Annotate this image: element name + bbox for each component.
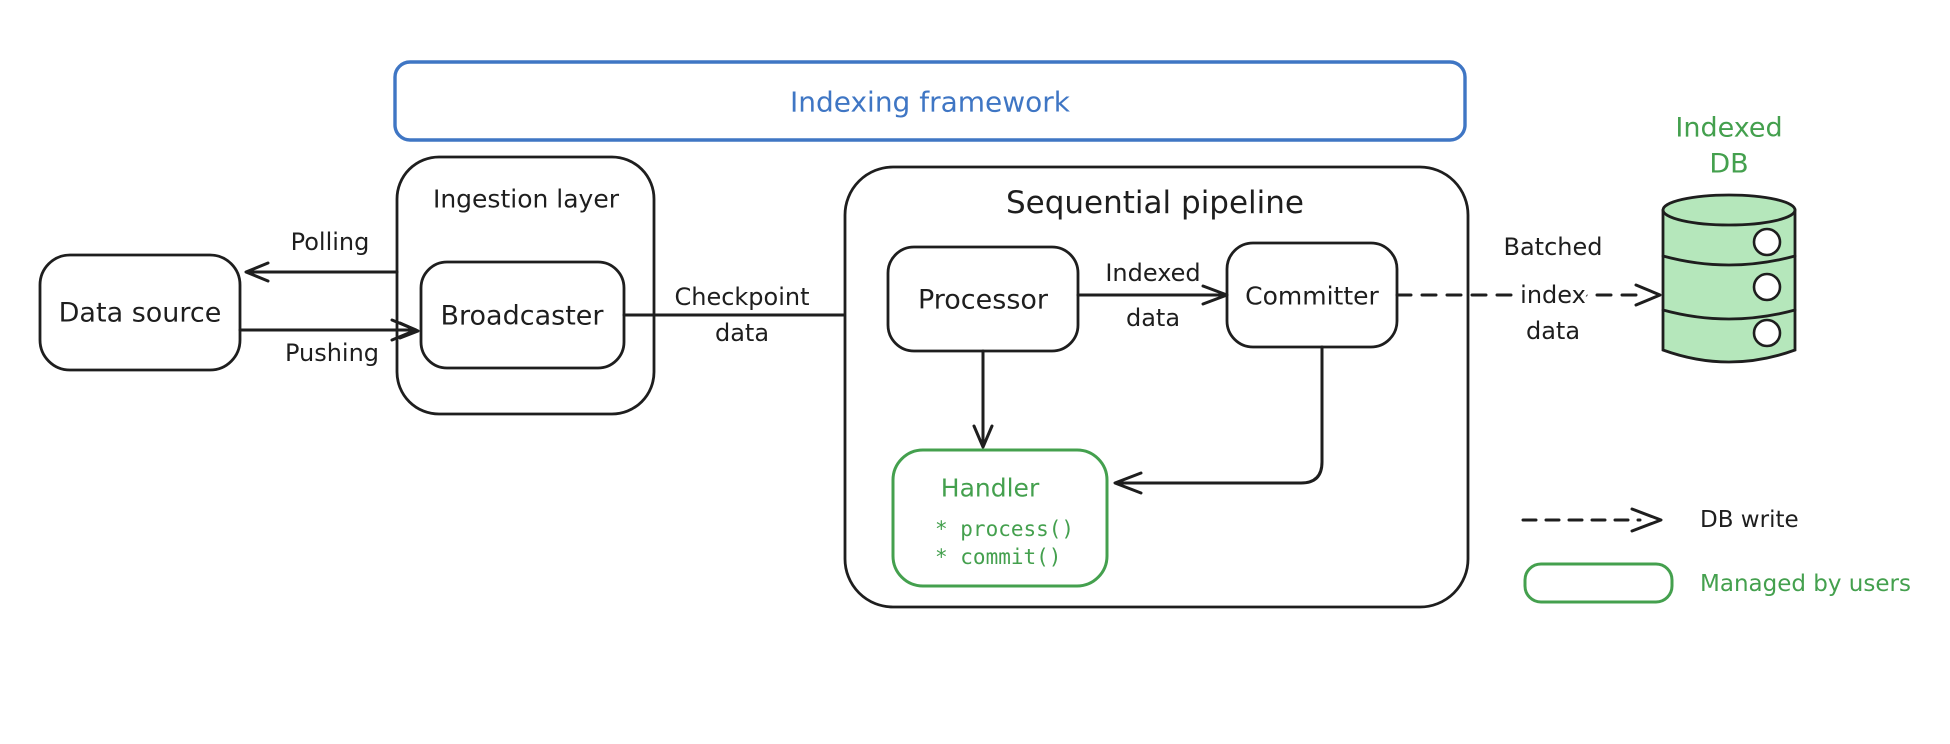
pushing-arrowhead2-icon xyxy=(398,321,420,340)
processor-label: Processor xyxy=(918,285,1049,316)
indexed-data-arrowhead-icon xyxy=(1201,284,1229,306)
node-handler: Handler * process() * commit() xyxy=(891,448,1109,588)
legend-managed-by-users-label: Managed by users xyxy=(1700,571,1911,597)
indexing-framework-border xyxy=(393,60,1467,142)
indexed-db-label-line1: Indexed xyxy=(1675,113,1782,144)
indexed-data-label-line1: Indexed xyxy=(1105,259,1200,287)
indexing-framework-title: Indexing framework xyxy=(790,86,1071,119)
edge-checkpoint-data: Checkpoint data xyxy=(622,283,887,347)
committer-handler-line xyxy=(1118,345,1324,485)
edge-polling: Polling xyxy=(244,228,399,283)
batched-index-label-line1: Batched xyxy=(1504,233,1603,261)
indexing-framework-frame: Indexing framework xyxy=(393,60,1467,142)
legend-db-write-label: DB write xyxy=(1700,507,1799,533)
batched-index-arrowhead-icon xyxy=(1634,283,1662,307)
database-icon xyxy=(1661,193,1797,364)
sequential-pipeline-label: Sequential pipeline xyxy=(1006,185,1304,221)
committer-handler-arrowhead-icon xyxy=(1113,471,1143,495)
handler-method-process: * process() xyxy=(935,517,1074,541)
legend-arrowhead-icon xyxy=(1630,507,1663,533)
processor-handler-arrowhead-icon xyxy=(972,424,994,449)
edge-committer-to-handler xyxy=(1113,345,1324,495)
committer-label: Committer xyxy=(1245,282,1379,311)
legend: DB write Managed by users xyxy=(1521,507,1911,604)
node-data-source: Data source xyxy=(38,253,242,372)
data-source-box xyxy=(38,253,242,372)
handler-box xyxy=(891,448,1109,588)
polling-label: Polling xyxy=(291,228,370,256)
indexed-db-label-line2: DB xyxy=(1709,149,1748,180)
polling-arrowhead-icon xyxy=(244,261,270,283)
edge-processor-to-handler xyxy=(972,349,994,449)
node-indexed-db: Indexed DB xyxy=(1661,113,1797,364)
legend-managed-by-users: Managed by users xyxy=(1523,562,1911,604)
legend-green-box xyxy=(1523,562,1674,604)
legend-db-write: DB write xyxy=(1521,507,1799,533)
handler-label: Handler xyxy=(941,474,1040,503)
broadcaster-label: Broadcaster xyxy=(441,301,605,332)
ingestion-layer-label: Ingestion layer xyxy=(433,185,620,214)
pushing-label: Pushing xyxy=(285,339,379,367)
batched-index-label-line2: index xyxy=(1520,281,1586,309)
node-ingestion-layer: Ingestion layer Broadcaster xyxy=(395,155,656,416)
batched-index-label-line3: data xyxy=(1526,317,1580,345)
edge-batched-index-data: Batched index data xyxy=(1395,233,1662,345)
edge-indexed-data: Indexed data xyxy=(1076,259,1229,332)
handler-method-commit: * commit() xyxy=(935,545,1061,569)
indexed-data-label-line2: data xyxy=(1126,304,1180,332)
edge-pushing: Pushing xyxy=(238,318,420,367)
checkpoint-label-line1: Checkpoint xyxy=(674,283,809,311)
checkpoint-label-line2: data xyxy=(715,319,769,347)
data-source-label: Data source xyxy=(59,298,222,329)
